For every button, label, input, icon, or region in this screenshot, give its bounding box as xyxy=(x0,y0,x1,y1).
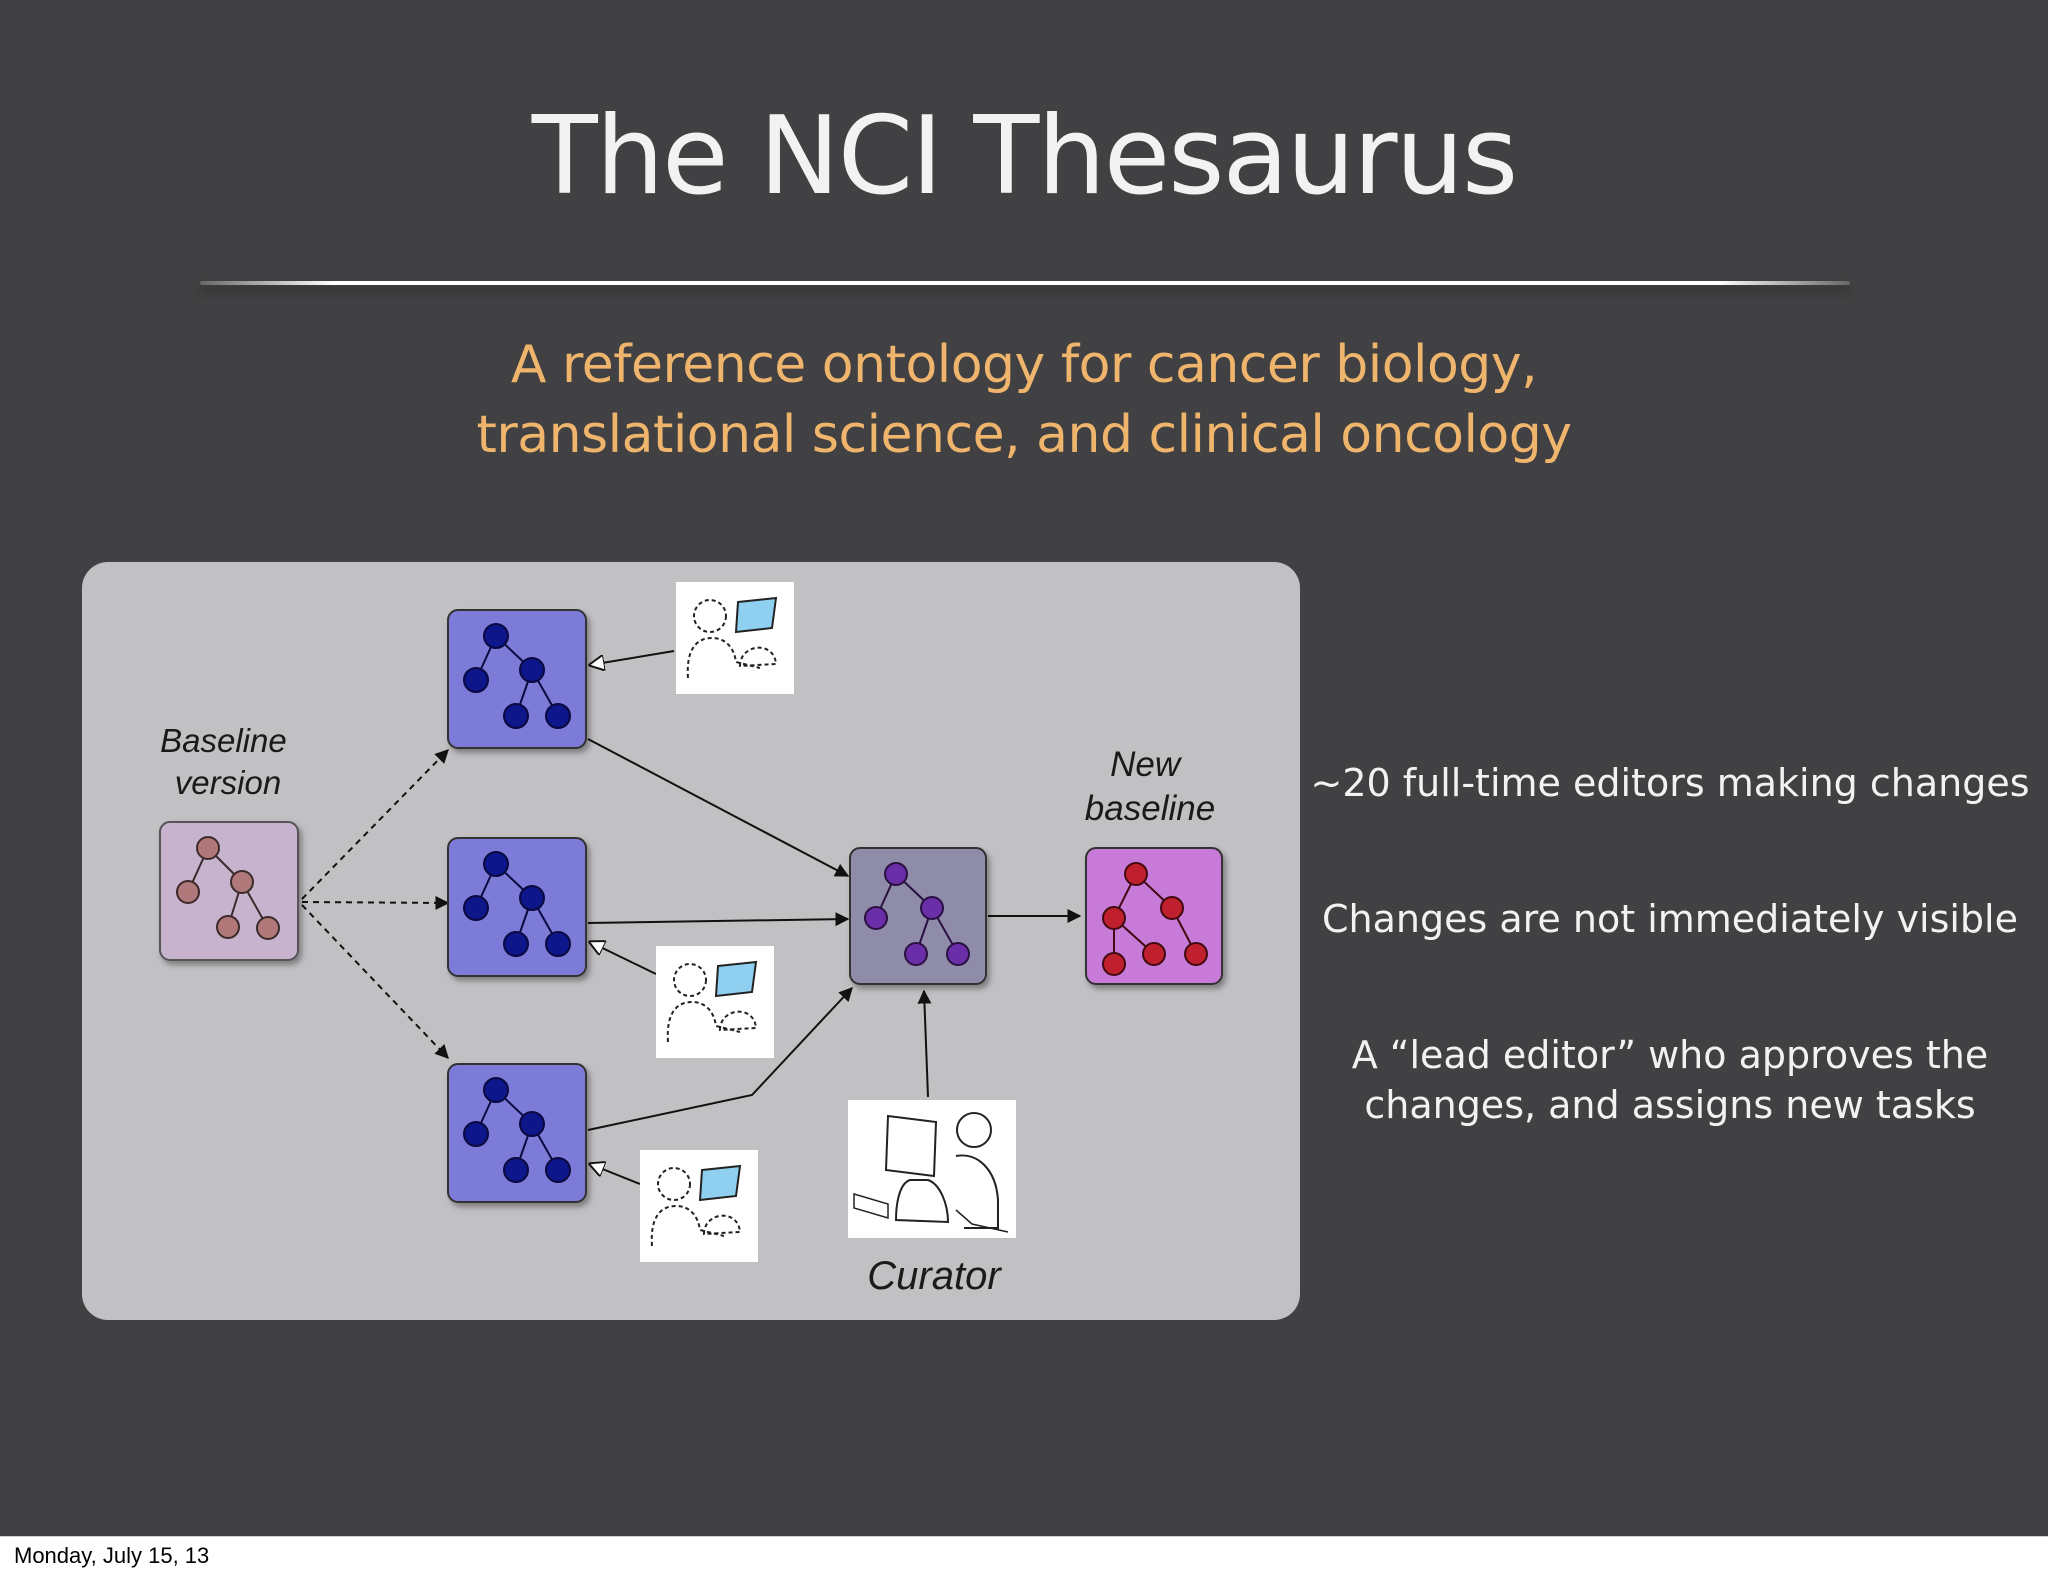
bullet-item: ~20 full-time editors making changes xyxy=(1310,758,2030,808)
footer-bar: Monday, July 15, 13 xyxy=(0,1536,2048,1577)
arrow-editor-2-to-merge xyxy=(587,912,850,927)
editor-branch-node-3 xyxy=(447,1063,587,1203)
open-arrow-person-2-to-editor-2 xyxy=(590,942,657,975)
subtitle-line-2: translational science, and clinical onco… xyxy=(476,405,1572,465)
slide: The NCI Thesaurus A reference ontology f… xyxy=(0,0,2048,1536)
editor-person-icon xyxy=(640,1150,758,1262)
bullet-line: changes, and assigns new tasks xyxy=(1364,1083,1976,1127)
bullet-line: Changes are not immediately visible xyxy=(1321,897,2018,941)
bullet-item: Changes are not immediately visible xyxy=(1310,894,2030,944)
subtitle-line-1: A reference ontology for cancer biology, xyxy=(510,335,1538,395)
editor-branch-node-1 xyxy=(447,609,587,749)
slide-subtitle: A reference ontology for cancer biology,… xyxy=(0,330,2048,470)
footer-date: Monday, July 15, 13 xyxy=(14,1543,210,1568)
workflow-diagram: Baseline version New baseline Curator xyxy=(82,562,1300,1320)
dashed-arrow-to-editor-3 xyxy=(301,904,449,1060)
merge-node xyxy=(849,847,987,985)
tree-icon xyxy=(864,862,970,966)
tree-icon xyxy=(176,836,280,940)
title-divider xyxy=(200,281,1850,285)
open-arrow-person-3-to-editor-3 xyxy=(590,1164,641,1185)
baseline-version-label: Baseline version xyxy=(160,722,296,801)
diagram-connectors xyxy=(301,650,1082,1185)
arrow-editor-3-to-merge xyxy=(587,986,853,1131)
new-baseline-label: New baseline xyxy=(1085,745,1215,828)
workflow-diagram-svg: Baseline version New baseline Curator xyxy=(159,582,1223,1298)
dashed-arrow-to-editor-1 xyxy=(301,749,449,900)
editor-person-icon xyxy=(676,582,794,694)
curator-label: Curator xyxy=(867,1254,1002,1298)
tree-icon xyxy=(463,623,571,729)
tree-icon xyxy=(463,1077,571,1183)
arrow-editor-1-to-merge xyxy=(587,738,850,877)
new-baseline-node xyxy=(1085,847,1223,985)
arrow-curator-to-merge xyxy=(917,989,932,1098)
open-arrow-person-1-to-editor-1 xyxy=(590,650,675,665)
bullet-line: A “lead editor” who approves the xyxy=(1351,1033,1989,1077)
editor-person-icon xyxy=(656,946,774,1058)
dashed-arrow-to-editor-2 xyxy=(301,895,450,910)
slide-title: The NCI Thesaurus xyxy=(531,94,1518,219)
tree-icon xyxy=(1102,862,1208,976)
bullet-item: A “lead editor” who approves the changes… xyxy=(1310,1030,2030,1130)
bullet-line: ~20 full-time editors making changes xyxy=(1310,761,2030,805)
tree-icon xyxy=(463,851,571,957)
curator-person-icon xyxy=(848,1100,1016,1238)
editor-branch-node-2 xyxy=(447,837,587,977)
baseline-version-node xyxy=(159,821,299,961)
